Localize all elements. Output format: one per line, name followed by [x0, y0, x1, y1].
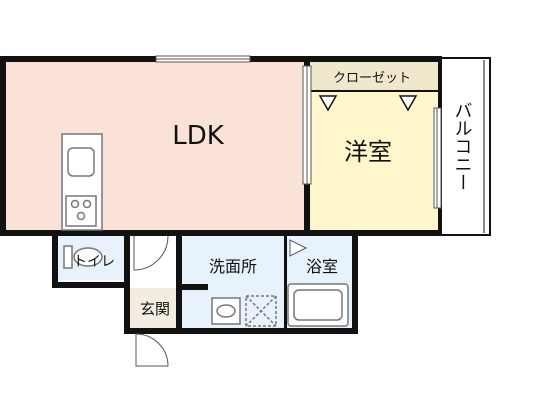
ldk-label: LDK: [172, 121, 225, 151]
toilet-fixture: [63, 245, 103, 269]
ldk-floor: [6, 62, 304, 230]
western-room-floor: [310, 91, 438, 230]
bath-label: 浴室: [306, 257, 338, 276]
washroom-label: 洗面所: [209, 257, 257, 276]
entrance-door-swing: [135, 333, 169, 367]
bath-door: [289, 239, 308, 257]
bathtub: [287, 283, 349, 327]
entrance-floor: [130, 288, 180, 328]
closet-floor: [310, 62, 438, 90]
washing-machine-space: [245, 295, 277, 327]
balcony-label: バルコニー: [452, 101, 473, 191]
western-room-label: 洋室: [344, 138, 392, 166]
balcony-floor: [441, 58, 490, 235]
closet-door-right: [398, 95, 418, 112]
kitchen-counter: [61, 133, 103, 231]
wash-basin: [211, 297, 241, 325]
closet-label: クローゼット: [333, 71, 411, 86]
closet-door-left: [318, 95, 338, 112]
toilet-label: トイレ: [73, 254, 115, 270]
entrance-label: 玄関: [140, 300, 170, 318]
door-swing-hall: [133, 235, 169, 271]
